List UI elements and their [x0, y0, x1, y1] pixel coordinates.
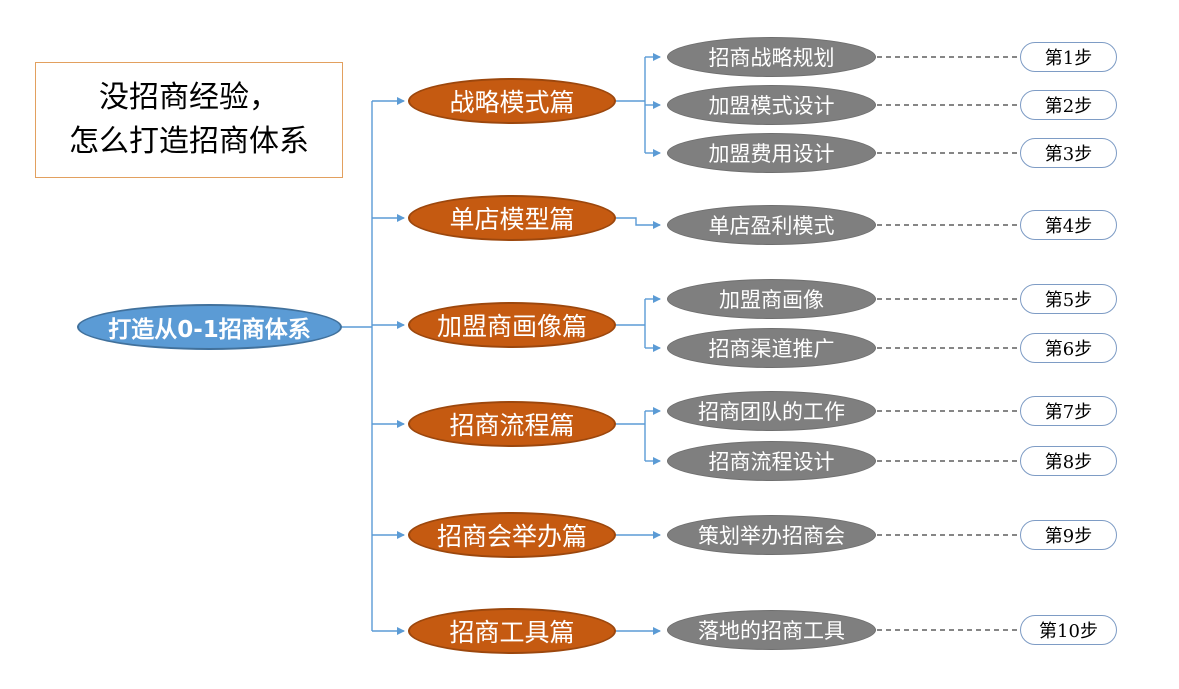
branch-node-tools: 招商工具篇 [408, 608, 616, 654]
title-line-1: 没招商经验， [99, 80, 279, 115]
branch-node-process: 招商流程篇 [408, 401, 616, 447]
step-badge-9: 第9步 [1020, 520, 1117, 550]
step-badge-7: 第7步 [1020, 396, 1117, 426]
step-badge-5: 第5步 [1020, 284, 1117, 314]
branch-node-franchisee-profile: 加盟商画像篇 [408, 302, 616, 348]
root-node: 打造从0-1招商体系 [77, 304, 342, 350]
leaf-node-7: 招商团队的工作 [667, 391, 876, 431]
step-badge-3: 第3步 [1020, 138, 1117, 168]
step-badge-10: 第10步 [1020, 615, 1117, 645]
title-line-2: 怎么打造招商体系 [69, 124, 309, 159]
step-badge-4: 第4步 [1020, 210, 1117, 240]
g2-arrow-1 [616, 217, 661, 229]
leaf-node-3: 加盟费用设计 [667, 133, 876, 173]
leaf-node-4: 单店盈利模式 [667, 205, 876, 245]
step-badge-6: 第6步 [1020, 333, 1117, 363]
step-badge-8: 第8步 [1020, 446, 1117, 476]
step-badge-2: 第2步 [1020, 90, 1117, 120]
leaf-node-10: 落地的招商工具 [667, 610, 876, 650]
leaf-node-6: 招商渠道推广 [667, 328, 876, 368]
leaf-node-1: 招商战略规划 [667, 37, 876, 77]
title-box: 没招商经验， 怎么打造招商体系 [35, 62, 343, 178]
step-badge-1: 第1步 [1020, 42, 1117, 72]
leaf-node-9: 策划举办招商会 [667, 515, 876, 555]
leaf-node-2: 加盟模式设计 [667, 85, 876, 125]
leaf-node-8: 招商流程设计 [667, 441, 876, 481]
branch-node-store-model: 单店模型篇 [408, 195, 616, 241]
branch-node-conference: 招商会举办篇 [408, 512, 616, 558]
branch-node-strategy: 战略模式篇 [408, 78, 616, 124]
leaf-node-5: 加盟商画像 [667, 279, 876, 319]
